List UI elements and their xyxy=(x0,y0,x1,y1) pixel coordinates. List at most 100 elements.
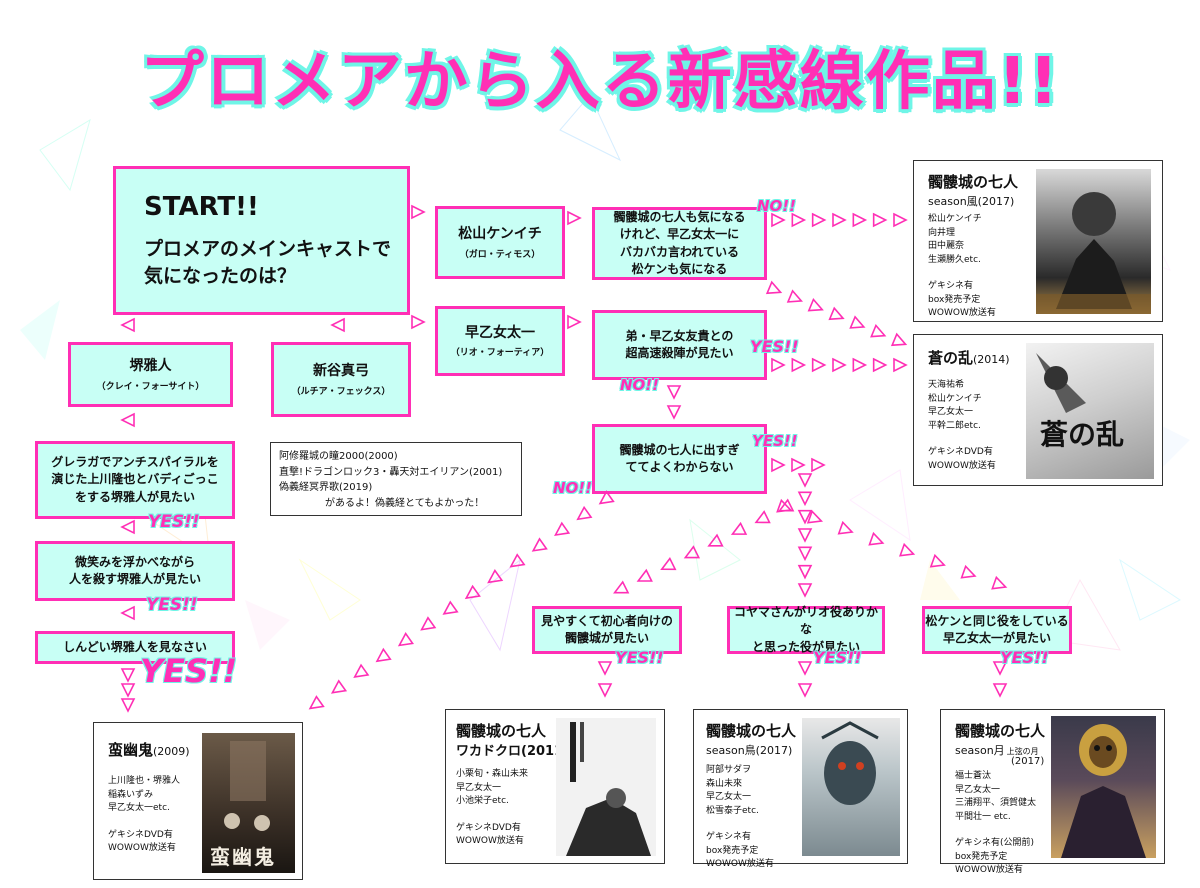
arrow-marker xyxy=(872,357,888,373)
card-tori-line: 早乙女太一 xyxy=(706,792,752,802)
card-tori-line: box発売予定 xyxy=(706,845,759,856)
question-koyama: コヤマさんがリオ役ありかな と思った役が見たい xyxy=(727,605,885,654)
arrow-marker xyxy=(797,683,813,698)
card-banyuki-line: ゲキシネDVD有 xyxy=(108,829,173,840)
question-sakai-1-text: グレラガでアンチスパイラルを 演じた上川隆也とバディごっこ をする堺雅人が見たい xyxy=(51,454,219,506)
arrow-marker xyxy=(832,357,847,373)
card-banyuki-title: 蛮幽鬼(2009) xyxy=(108,739,190,760)
arrow-marker xyxy=(797,509,813,525)
question-matsuken-line: 松ケンも気になる xyxy=(631,261,728,276)
card-banyuki-line: 上川隆也・堺雅人 xyxy=(108,776,181,786)
arrow-marker xyxy=(330,317,345,333)
arrow-marker xyxy=(730,521,748,535)
question-brother: 弟・早乙女友貴との 超高速殺陣が見たい xyxy=(592,310,767,380)
card-tsuki-sub: season月上弦の月 xyxy=(955,742,1039,758)
card-banyuki-line xyxy=(108,816,180,829)
card-aonoran-line: ゲキシネDVD有 xyxy=(928,447,993,457)
card-wakadokuro: 髑髏城の七人 ワカドクロ(2011) 小栗旬・森山未来 早乙女太一 小池栄子et… xyxy=(445,709,665,864)
arrow-marker xyxy=(636,568,653,582)
card-kaze-list: 松山ケンイチ 向井理 田中麗奈 生瀬勝久etc. ゲキシネ有 box発売予定 W… xyxy=(928,213,996,321)
arrow-marker xyxy=(852,357,868,373)
card-aonoran-title: 蒼の乱(2014) xyxy=(928,347,1010,368)
question-matsuken-text: 髑髏城の七人も気になる けれど、早乙女太一に バカバカ言われている 松ケンも気に… xyxy=(613,209,745,279)
arrow-marker xyxy=(754,510,771,524)
card-aonoran-poster: 蒼の乱 xyxy=(1026,343,1154,479)
start-node: START!! プロメアのメインキャストで 気になったのは？ xyxy=(113,166,410,315)
question-same-role-text: 松ケンと同じ役をしている 早乙女太一が見たい xyxy=(925,613,1068,648)
card-kaze-poster xyxy=(1036,169,1151,314)
question-sakai-2-line: 微笑みを浮かべながら xyxy=(74,554,195,569)
arrow-marker xyxy=(353,663,370,678)
arrow-marker xyxy=(120,519,135,535)
label-yes-4: YES!! xyxy=(146,595,198,615)
card-wakadokuro-title: 髑髏城の七人 xyxy=(456,722,547,740)
question-sakai-2: 微笑みを浮かべながら 人を殺す堺雅人が見たい xyxy=(35,541,235,601)
card-wakadokuro-line: 小栗旬・森山未来 xyxy=(456,769,529,779)
card-aonoran: 蒼の乱(2014) 天海祐希 松山ケンイチ 早乙女太一 平幹二郎etc. ゲキシ… xyxy=(913,334,1163,486)
arrow-marker xyxy=(120,698,136,713)
arrow-marker xyxy=(420,616,437,631)
arrow-marker xyxy=(120,317,135,333)
node-matsuyama: 松山ケンイチ （ガロ・ティモス） xyxy=(435,206,565,279)
card-banyuki-title-text: 蛮幽鬼 xyxy=(108,741,154,759)
node-shinya: 新谷真弓 （ルチア・フェックス） xyxy=(271,342,411,417)
page-title: プロメアから入る新感線作品!! xyxy=(139,45,1061,119)
card-banyuki-year: (2009) xyxy=(153,745,190,758)
card-banyuki-line: 稲森いずみ xyxy=(108,789,154,800)
arrow-marker xyxy=(771,457,786,473)
arrow-marker xyxy=(771,212,786,228)
start-question: プロメアのメインキャストで 気になったのは？ xyxy=(144,236,391,289)
card-banyuki: 蛮幽鬼(2009) 上川隆也・堺雅人 稲森いずみ 早乙女太一etc. ゲキシネD… xyxy=(93,722,303,880)
card-banyuki-poster: 蛮幽鬼 xyxy=(202,733,295,873)
question-sakai-1-line: グレラガでアンチスパイラルを xyxy=(51,454,219,469)
node-saotome-name: 早乙女太一 xyxy=(465,324,535,341)
card-tsuki-line: WOWOW放送有 xyxy=(955,865,1023,875)
card-tori-list: 阿部サダヲ 森山未來 早乙女太一 松雪泰子etc. ゲキシネ有 box発売予定 … xyxy=(706,764,774,872)
card-tsuki-sub-small: 上弦の月 xyxy=(1006,747,1039,756)
card-aonoran-year: (2014) xyxy=(973,353,1010,366)
question-sakai-3: しんどい堺雅人を見なさい xyxy=(35,631,235,664)
arrow-marker xyxy=(707,533,724,547)
arrow-marker xyxy=(797,583,813,598)
arrow-marker xyxy=(811,212,827,228)
arrow-marker xyxy=(797,661,813,676)
arrow-marker xyxy=(567,210,582,226)
label-no-1: NO!! xyxy=(757,197,796,215)
arrow-marker xyxy=(898,542,916,557)
card-tsuki-line: ゲキシネ有(公開前) xyxy=(955,838,1035,848)
card-kaze-line: 田中麗奈 xyxy=(928,241,965,251)
card-aonoran-title-text: 蒼の乱 xyxy=(928,349,974,367)
card-tori-line: 森山未來 xyxy=(706,778,743,789)
card-tsuki-line: 早乙女太一 xyxy=(955,784,1001,795)
arrow-marker xyxy=(683,545,701,559)
arrow-marker xyxy=(666,385,682,400)
question-beginner: 見やすくて初心者向けの 髑髏城が見たい xyxy=(532,606,682,654)
arrow-marker xyxy=(797,546,813,562)
card-tsuki-line: 福士蒼汰 xyxy=(955,771,992,781)
node-shinya-role: （ルチア・フェックス） xyxy=(291,386,391,397)
card-wakadokuro-line: ゲキシネDVD有 xyxy=(456,822,521,833)
shinya-works-line: 偽義経冥界歌(2019) xyxy=(279,482,373,493)
card-tsuki-sub-text: season月 xyxy=(955,744,1005,757)
arrow-marker xyxy=(797,491,813,507)
card-kaze-line xyxy=(928,267,996,280)
card-aonoran-line: 天海祐希 xyxy=(928,380,965,390)
question-sakai-1-line: 演じた上川隆也とバディごっこ xyxy=(51,472,219,487)
card-kaze-line: 松山ケンイチ xyxy=(928,214,982,224)
arrow-marker xyxy=(837,520,854,535)
arrow-marker xyxy=(411,204,426,220)
card-kaze: 髑髏城の七人 season風(2017) 松山ケンイチ 向井理 田中麗奈 生瀬勝… xyxy=(913,160,1163,322)
card-tsuki: 髑髏城の七人 season月上弦の月 (2017) 福士蒼汰 早乙女太一 三浦翔… xyxy=(940,709,1165,875)
arrow-marker xyxy=(464,584,481,600)
card-tori-line: 松雪泰子etc. xyxy=(706,805,759,816)
node-matsuyama-name: 松山ケンイチ xyxy=(458,226,542,243)
arrow-marker xyxy=(660,557,677,571)
card-tori-sub: season鳥(2017) xyxy=(706,744,793,757)
arrow-marker xyxy=(765,280,783,295)
question-beginner-text: 見やすくて初心者向けの 髑髏城が見たい xyxy=(541,613,673,648)
arrow-marker xyxy=(778,498,795,512)
card-aonoran-line: 平幹二郎etc. xyxy=(928,420,981,431)
label-yes-2: YES!! xyxy=(752,432,798,450)
card-wakadokuro-line xyxy=(456,809,528,822)
